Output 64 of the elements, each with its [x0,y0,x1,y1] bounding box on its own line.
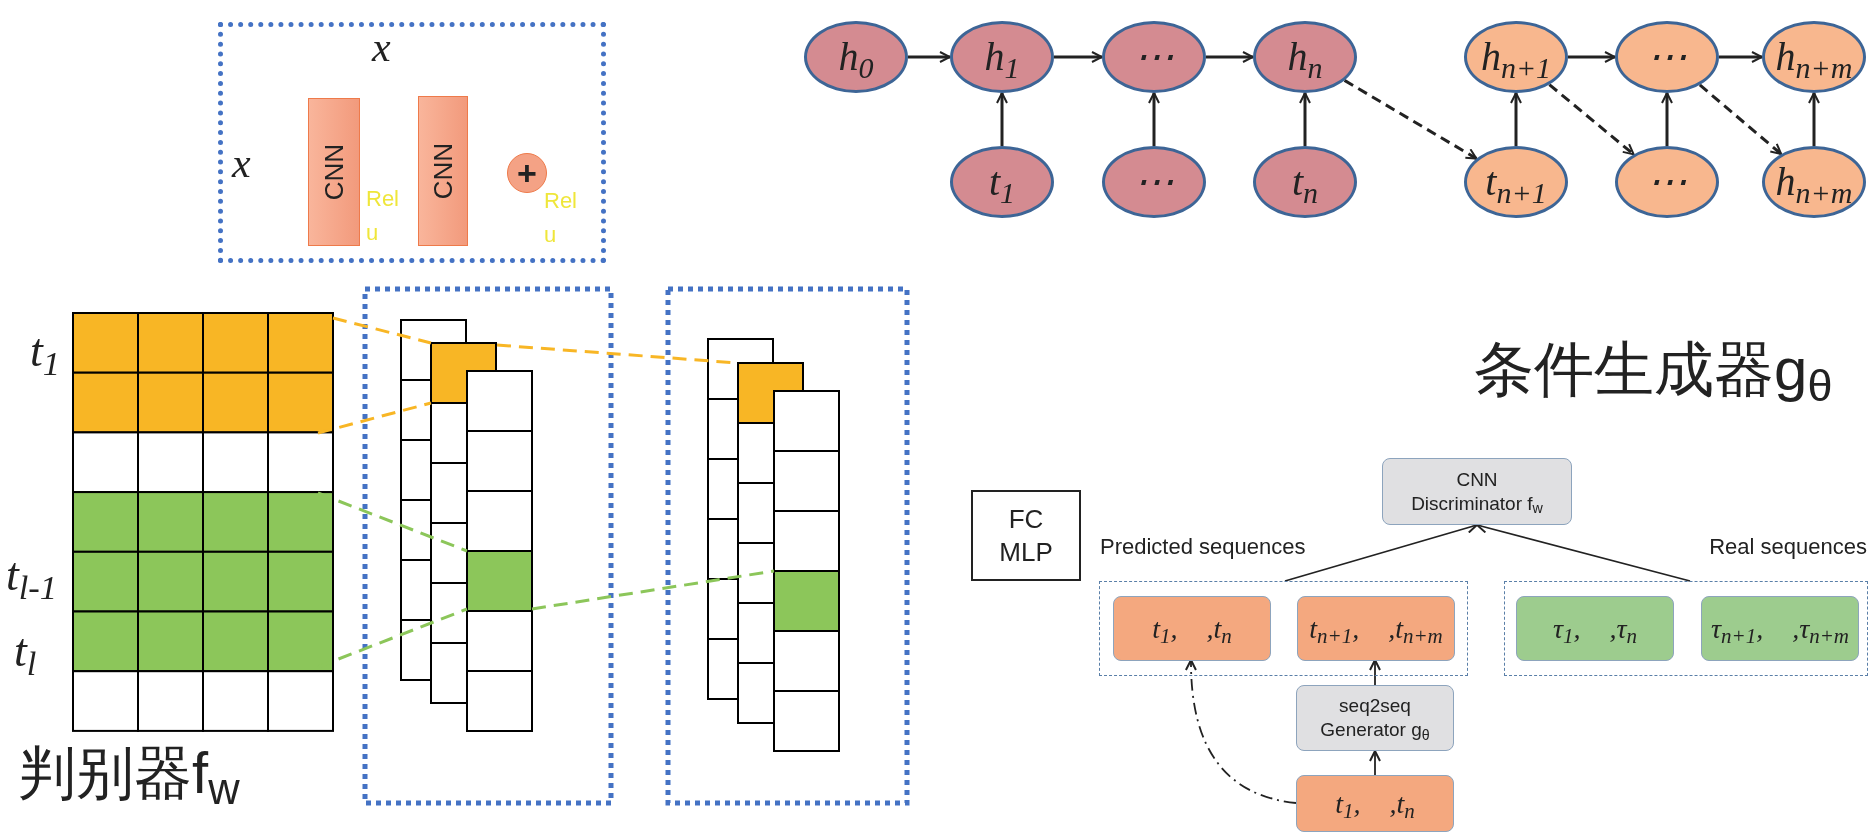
arrow [1808,92,1820,146]
row-label: t$_{l-1}$ [6,552,58,598]
label-box [971,490,1081,581]
arrow [1719,51,1763,63]
node-text: τ$_{1}$, ,τ$_{n}$ [1552,611,1638,650]
variable-label: x [372,26,391,68]
activation-label: Rel u [366,185,400,247]
node-text: h$_{n+m}$ [1775,37,1853,77]
discriminator-title: 判别器f$_{w}$ [18,744,240,802]
node-text: τ$_{n+1}$, ,τ$_{n+m}$ [1710,611,1850,650]
cnn-block [418,96,468,246]
node-text: seq2seq [1339,694,1411,718]
node-text: FC MLP [998,503,1054,568]
node-text: t$_{n+1}$, ,t$_{n+m}$ [1309,611,1443,650]
node-text: t$_{1}$, ,t$_{n}$ [1152,611,1232,650]
node-text: CNN [430,142,456,200]
arrow [1054,51,1103,63]
arrow [908,51,951,63]
arrow [1185,659,1297,804]
node-text: Discriminator f$_{w}$ [1411,491,1543,516]
node-text: CNN [1456,467,1498,492]
node-text: ⋯ [1134,162,1174,202]
node-text: h$_{0}$ [838,37,874,77]
node-text: t$_{1}$, ,t$_{n}$ [1335,786,1415,825]
generator-title: 条件生成器g$_{θ}$ [1474,340,1833,400]
node-text: t$_{n+1}$ [1485,162,1547,202]
row-label: t$_{l}$ [14,628,37,674]
arrow [1510,92,1522,146]
node-text: h$_{n}$ [1287,37,1323,77]
row-label: t$_{1}$ [30,328,61,374]
arrow [996,92,1008,146]
variable-label: x [232,142,251,184]
sequence-box [1701,596,1859,661]
node-text: t$_{n}$ [1291,162,1319,202]
group-heading: Predicted sequences [1100,533,1306,561]
node-text: Generator g$_{θ}$ [1320,718,1430,742]
arrow [1369,750,1381,776]
arrow [1206,51,1254,63]
module-box [1382,458,1572,525]
node-text: h$_{n+m}$ [1775,162,1853,202]
group-heading: Real sequences [1709,533,1867,561]
dotted-frame [218,22,606,263]
node-text: ⋯ [1134,37,1174,77]
node-text: h$_{1}$ [984,37,1020,77]
node-text: ⋯ [1647,162,1687,202]
arrow [1148,92,1160,146]
sequence-box [1296,775,1454,832]
sequence-box [1113,596,1271,661]
node-text: CNN [321,143,347,201]
node-text: ⋯ [1647,37,1687,77]
arrow [1548,83,1635,156]
module-box [1296,685,1454,751]
arrow [1568,51,1616,63]
activation-label: Rel u [544,187,578,249]
cnn-block [308,98,360,246]
sequence-box [1516,596,1674,661]
arrow [1343,79,1478,160]
arrow [1661,92,1673,146]
node-text: h$_{n+1}$ [1480,37,1552,77]
sequence-box [1297,596,1455,661]
arrow [1369,659,1381,686]
node-text: t$_{1}$ [988,162,1016,202]
node-text: + [517,156,537,190]
arrow [1299,92,1311,146]
